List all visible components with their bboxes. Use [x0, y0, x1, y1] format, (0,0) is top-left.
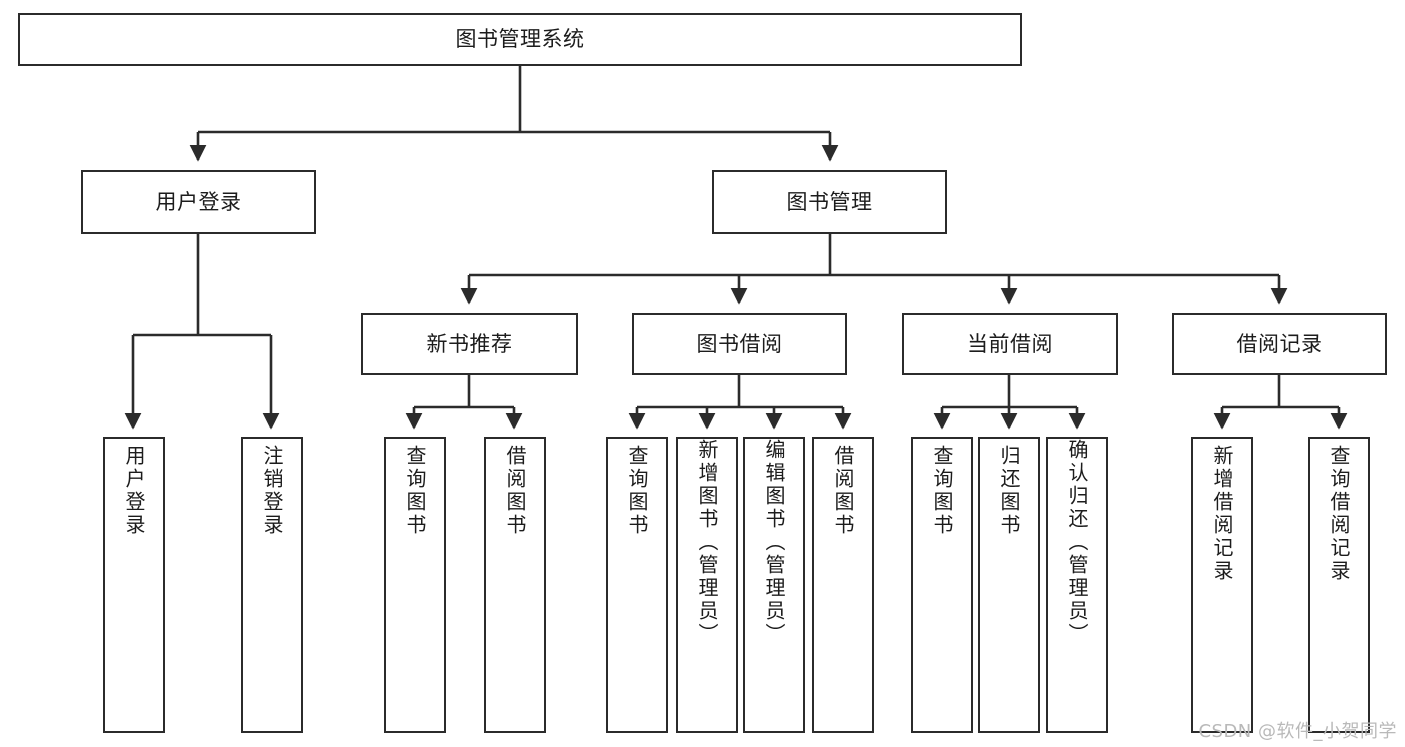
node-book-management[interactable]: 图书管理 — [712, 170, 947, 234]
node-book-borrow-label: 图书借阅 — [696, 331, 783, 356]
leaf-recommend-query-book-label: 查询图书 — [403, 445, 427, 537]
node-book-borrow[interactable]: 图书借阅 — [632, 313, 847, 375]
node-new-book-recommend[interactable]: 新书推荐 — [361, 313, 578, 375]
leaf-user-login-signin-label: 用户登录 — [122, 445, 146, 537]
leaf-user-login-signout[interactable]: 注销登录 — [241, 437, 303, 733]
leaf-record-add-record-label: 新增借阅记录 — [1210, 445, 1234, 583]
leaf-current-query-book-label: 查询图书 — [930, 445, 954, 537]
node-root-label: 图书管理系统 — [455, 27, 585, 52]
node-current-borrow-label: 当前借阅 — [967, 331, 1053, 356]
leaf-borrow-add-book[interactable]: 新增图书（管理员） — [676, 437, 738, 733]
watermark: CSDN @软件_小贺同学 — [1198, 721, 1397, 742]
leaf-borrow-edit-book-label: 编辑图书（管理员） — [762, 439, 786, 646]
leaf-user-login-signout-label: 注销登录 — [260, 445, 284, 537]
leaf-current-confirm-return[interactable]: 确认归还（管理员） — [1046, 437, 1108, 733]
node-new-book-recommend-label: 新书推荐 — [426, 331, 513, 356]
node-user-login[interactable]: 用户登录 — [81, 170, 316, 234]
leaf-record-query-record[interactable]: 查询借阅记录 — [1308, 437, 1370, 733]
node-book-management-label: 图书管理 — [786, 189, 873, 214]
leaf-current-confirm-return-label: 确认归还（管理员） — [1065, 439, 1089, 646]
leaf-borrow-borrow-book[interactable]: 借阅图书 — [812, 437, 874, 733]
leaf-record-query-record-label: 查询借阅记录 — [1327, 445, 1351, 583]
leaf-recommend-borrow-book-label: 借阅图书 — [503, 445, 527, 537]
leaf-borrow-borrow-book-label: 借阅图书 — [831, 445, 855, 537]
node-root[interactable]: 图书管理系统 — [18, 13, 1022, 66]
node-borrow-record-label: 借阅记录 — [1236, 331, 1323, 356]
node-user-login-label: 用户登录 — [155, 189, 242, 214]
leaf-user-login-signin[interactable]: 用户登录 — [103, 437, 165, 733]
node-current-borrow[interactable]: 当前借阅 — [902, 313, 1118, 375]
leaf-recommend-borrow-book[interactable]: 借阅图书 — [484, 437, 546, 733]
leaf-record-add-record[interactable]: 新增借阅记录 — [1191, 437, 1253, 733]
node-borrow-record[interactable]: 借阅记录 — [1172, 313, 1387, 375]
leaf-borrow-edit-book[interactable]: 编辑图书（管理员） — [743, 437, 805, 733]
leaf-borrow-query-book-label: 查询图书 — [625, 445, 649, 537]
leaf-borrow-query-book[interactable]: 查询图书 — [606, 437, 668, 733]
leaf-borrow-add-book-label: 新增图书（管理员） — [695, 439, 719, 646]
leaf-recommend-query-book[interactable]: 查询图书 — [384, 437, 446, 733]
leaf-current-return-book-label: 归还图书 — [997, 445, 1021, 537]
leaf-current-return-book[interactable]: 归还图书 — [978, 437, 1040, 733]
leaf-current-query-book[interactable]: 查询图书 — [911, 437, 973, 733]
